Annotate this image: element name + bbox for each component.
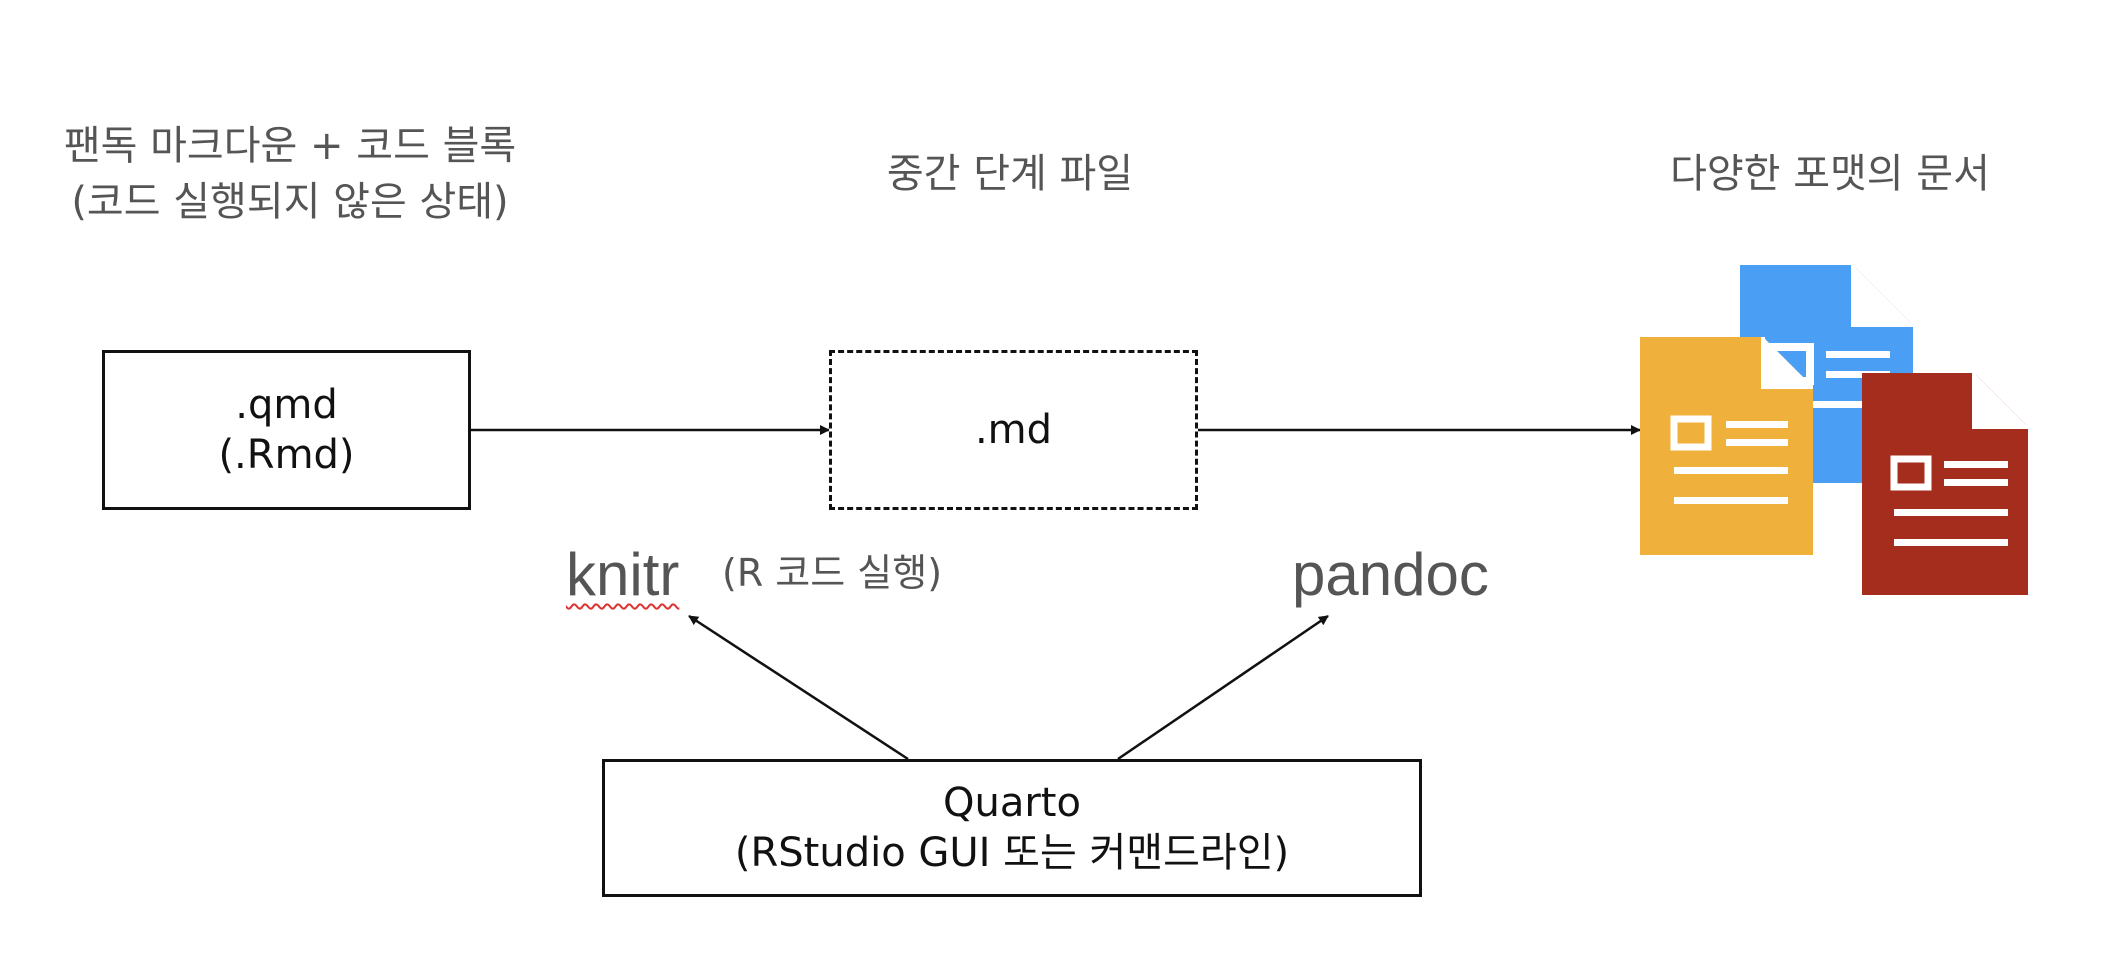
output-heading: 다양한 포맷의 문서	[1670, 151, 1990, 197]
quarto-label: Quarto	[943, 780, 1081, 826]
quarto-box: Quarto (RStudio GUI 또는 커맨드라인)	[602, 759, 1422, 897]
md-label: .md	[974, 407, 1053, 453]
knitr-note: (R 코드 실행)	[722, 551, 943, 595]
rmd-label: (.Rmd)	[218, 432, 355, 478]
red-document-icon	[1862, 373, 2028, 595]
qmd-box: .qmd (.Rmd)	[102, 350, 471, 510]
qmd-label: .qmd	[235, 382, 338, 428]
intermediate-heading: 중간 단계 파일	[886, 151, 1134, 197]
document-icons	[1640, 265, 2028, 595]
source-heading-line2: (코드 실행되지 않은 상태)	[71, 179, 509, 225]
quarto-subtitle: (RStudio GUI 또는 커맨드라인)	[734, 830, 1290, 876]
md-box: .md	[829, 350, 1198, 510]
knitr-label: knitr	[566, 541, 680, 608]
source-heading: 팬독 마크다운 + 코드 블록 (코드 실행되지 않은 상태)	[40, 118, 540, 230]
pandoc-label: pandoc	[1292, 541, 1489, 608]
arrow-quarto-to-pandoc	[1117, 614, 1329, 761]
source-heading-line1: 팬독 마크다운 + 코드 블록	[63, 123, 517, 169]
arrow-quarto-to-knitr	[688, 614, 909, 761]
orange-document-icon	[1640, 337, 1813, 555]
